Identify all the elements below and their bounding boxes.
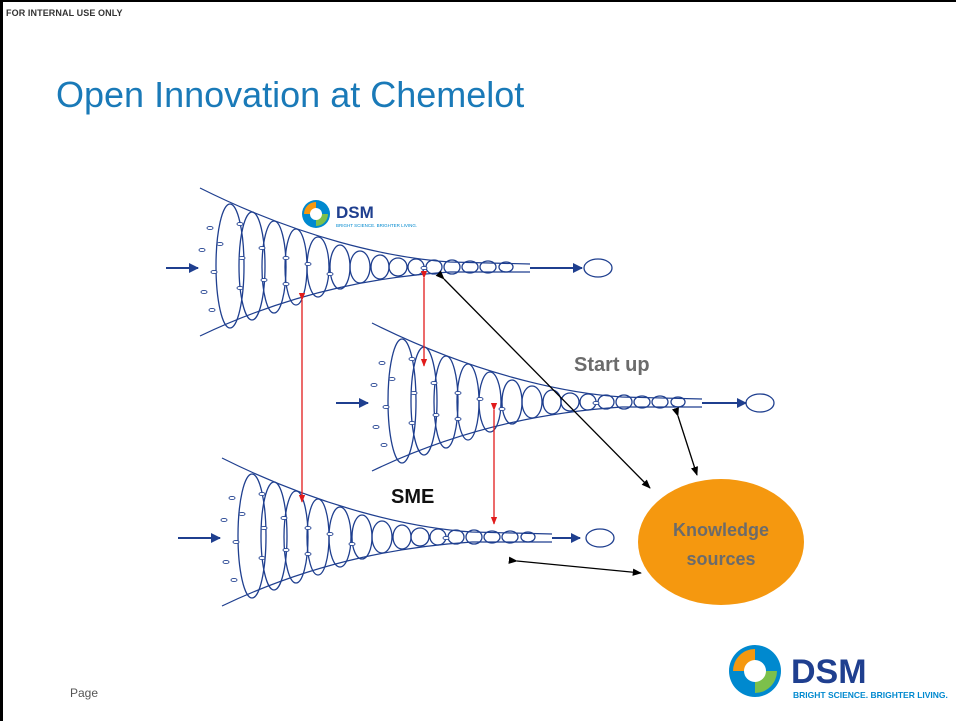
page-label: Page (70, 686, 99, 700)
dsm-logo-small-name: DSM (336, 203, 374, 222)
knowledge-connectors (435, 270, 698, 576)
connector-dsm (435, 270, 651, 489)
slide-title: Open Innovation at Chemelot (56, 74, 525, 115)
dsm-logo-tagline: BRIGHT SCIENCE. BRIGHTER LIVING. (793, 690, 948, 700)
slide-border-left (0, 0, 3, 721)
dsm-logo-small: DSM BRIGHT SCIENCE. BRIGHTER LIVING. (302, 200, 417, 228)
dsm-logo-small-tagline: BRIGHT SCIENCE. BRIGHTER LIVING. (336, 223, 417, 228)
funnel-dsm (166, 187, 613, 337)
funnel-startup (336, 322, 775, 472)
knowledge-sources-ellipse (638, 479, 804, 605)
slide-border-top (0, 0, 956, 2)
knowledge-label-line1: Knowledge (673, 520, 769, 540)
classification-label: FOR INTERNAL USE ONLY (6, 8, 123, 18)
connector-startup (672, 407, 698, 476)
label-start-up: Start up (574, 354, 650, 376)
connector-sme (508, 556, 642, 576)
dsm-logo: DSM BRIGHT SCIENCE. BRIGHTER LIVING. (729, 645, 948, 700)
knowledge-label-line2: sources (686, 549, 755, 569)
funnel-sme (178, 457, 615, 607)
dsm-logo-name: DSM (791, 653, 867, 691)
label-sme: SME (391, 486, 434, 508)
